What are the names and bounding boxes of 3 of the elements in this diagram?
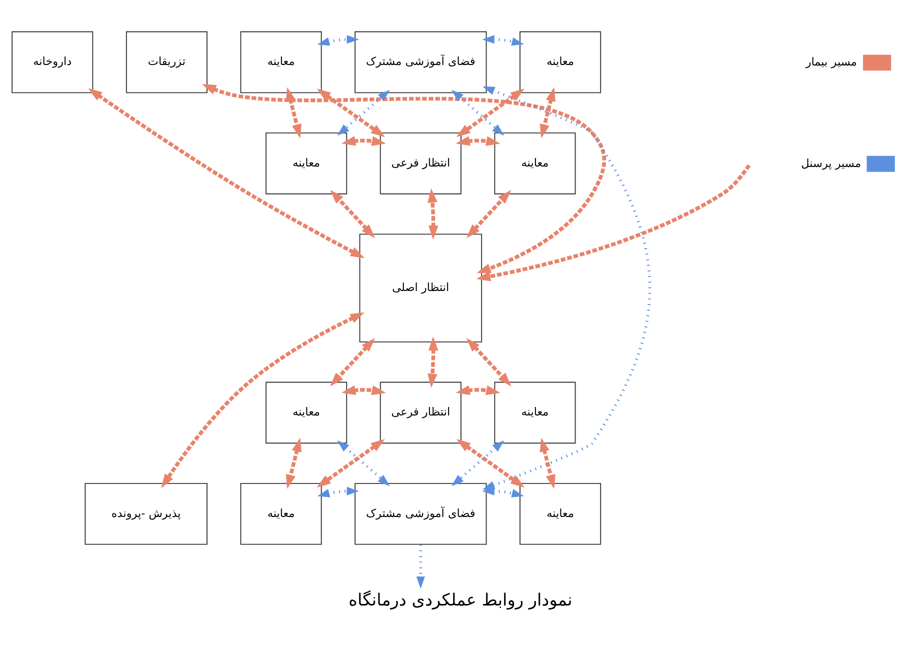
diagram-title: نمودار روابط عملکردی درمانگاه xyxy=(348,588,572,609)
legend-label: مسیر بیمار xyxy=(806,55,857,68)
legend-label: مسیر پرسنل xyxy=(801,156,861,170)
